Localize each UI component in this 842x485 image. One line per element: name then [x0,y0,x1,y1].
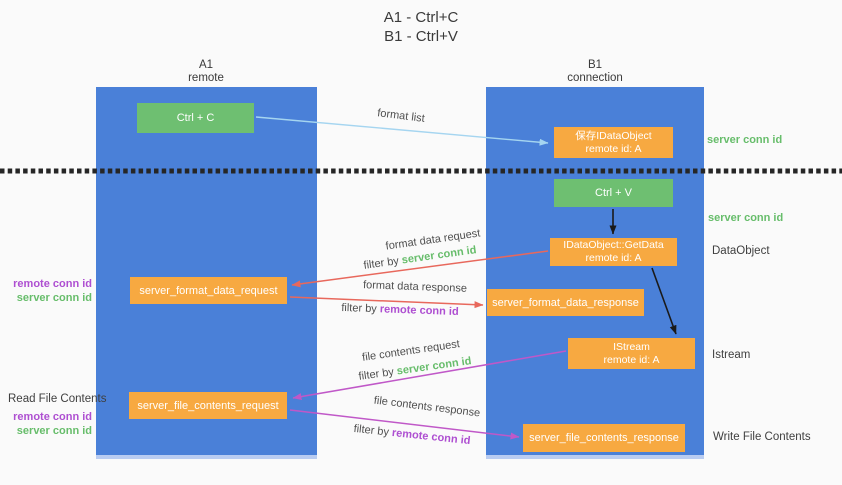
annotation-write-file-contents: Write File Contents [713,431,811,443]
node-server-format-data-request: server_format_data_request [130,277,287,304]
lifeline-b1-role: connection [567,72,623,84]
remote-conn-id-text: remote conn id [379,303,459,319]
lifeline-a1-header: A1 remote [188,59,224,85]
node-server-file-contents-response-label: server_file_contents_response [529,432,679,444]
node-ctrl-v: Ctrl + V [554,179,673,207]
server-conn-id-label: server conn id [16,424,92,437]
lifeline-a1-role: remote [188,72,224,84]
node-istream-line1: IStream [613,340,650,353]
annotation-istream: Istream [712,349,751,361]
node-save-dataobject: 保存IDataObject remote id: A [554,127,673,158]
title-line-1: A1 - Ctrl+C [383,9,459,26]
node-server-format-data-request-label: server_format_data_request [139,284,278,297]
annotation-conn-ids-format: remote conn id server conn id [13,278,92,305]
filter-by-text: filter by [341,301,378,316]
filter-by-text: filter by [357,366,395,383]
annotation-dataobject: DataObject [712,245,770,257]
annotation-conn-ids-file: remote conn id server conn id [13,411,92,438]
remote-conn-id-text: remote conn id [391,426,471,448]
title-line-2: B1 - Ctrl+V [384,28,458,45]
lifeline-b1-name: B1 [587,59,603,71]
node-ctrl-v-label: Ctrl + V [595,187,632,199]
filter-by-text: filter by [353,422,390,439]
label-format-data-response: format data response [362,279,468,295]
node-server-file-contents-request: server_file_contents_request [129,392,287,419]
label-filter-by-remote-conn-id-2: filter by remote conn id [353,423,471,447]
label-filter-by-remote-conn-id-1: filter by remote conn id [341,302,459,318]
server-conn-id-label: server conn id [16,291,92,304]
lifeline-a1-name: A1 [198,59,214,71]
label-file-contents-response: file contents response [373,394,481,420]
node-server-format-data-response: server_format_data_response [487,289,644,316]
node-istream-line2: remote id: A [603,353,660,366]
node-save-dataobject-line1: 保存IDataObject [575,129,652,142]
node-save-dataobject-line2: remote id: A [585,142,642,155]
annotation-server-conn-id-top: server conn id [707,134,783,146]
annotation-read-file-contents: Read File Contents [8,393,107,405]
node-istream: IStream remote id: A [568,338,695,369]
node-getdata-line2: remote id: A [585,252,642,264]
node-server-file-contents-response: server_file_contents_response [523,424,685,452]
node-ctrl-c-label: Ctrl + C [176,112,215,124]
label-format-list: format list [376,107,426,125]
node-getdata-line1: IDataObject::GetData [563,239,664,251]
node-getdata: IDataObject::GetData remote id: A [550,238,677,266]
lifeline-b1-header: B1 connection [567,59,623,85]
annotation-server-conn-id-mid: server conn id [708,212,784,224]
filter-by-text: filter by [362,255,400,272]
node-server-format-data-response-label: server_format_data_response [492,296,639,309]
remote-conn-id-label: remote conn id [13,411,92,423]
server-conn-id-text: server conn id [396,355,473,378]
node-server-file-contents-request-label: server_file_contents_request [137,399,279,412]
diagram-title: A1 - Ctrl+C B1 - Ctrl+V [384,8,459,46]
remote-conn-id-label: remote conn id [13,278,92,290]
label-filter-by-server-conn-id-1: filter by server conn id [363,244,477,272]
node-ctrl-c: Ctrl + C [137,103,254,133]
